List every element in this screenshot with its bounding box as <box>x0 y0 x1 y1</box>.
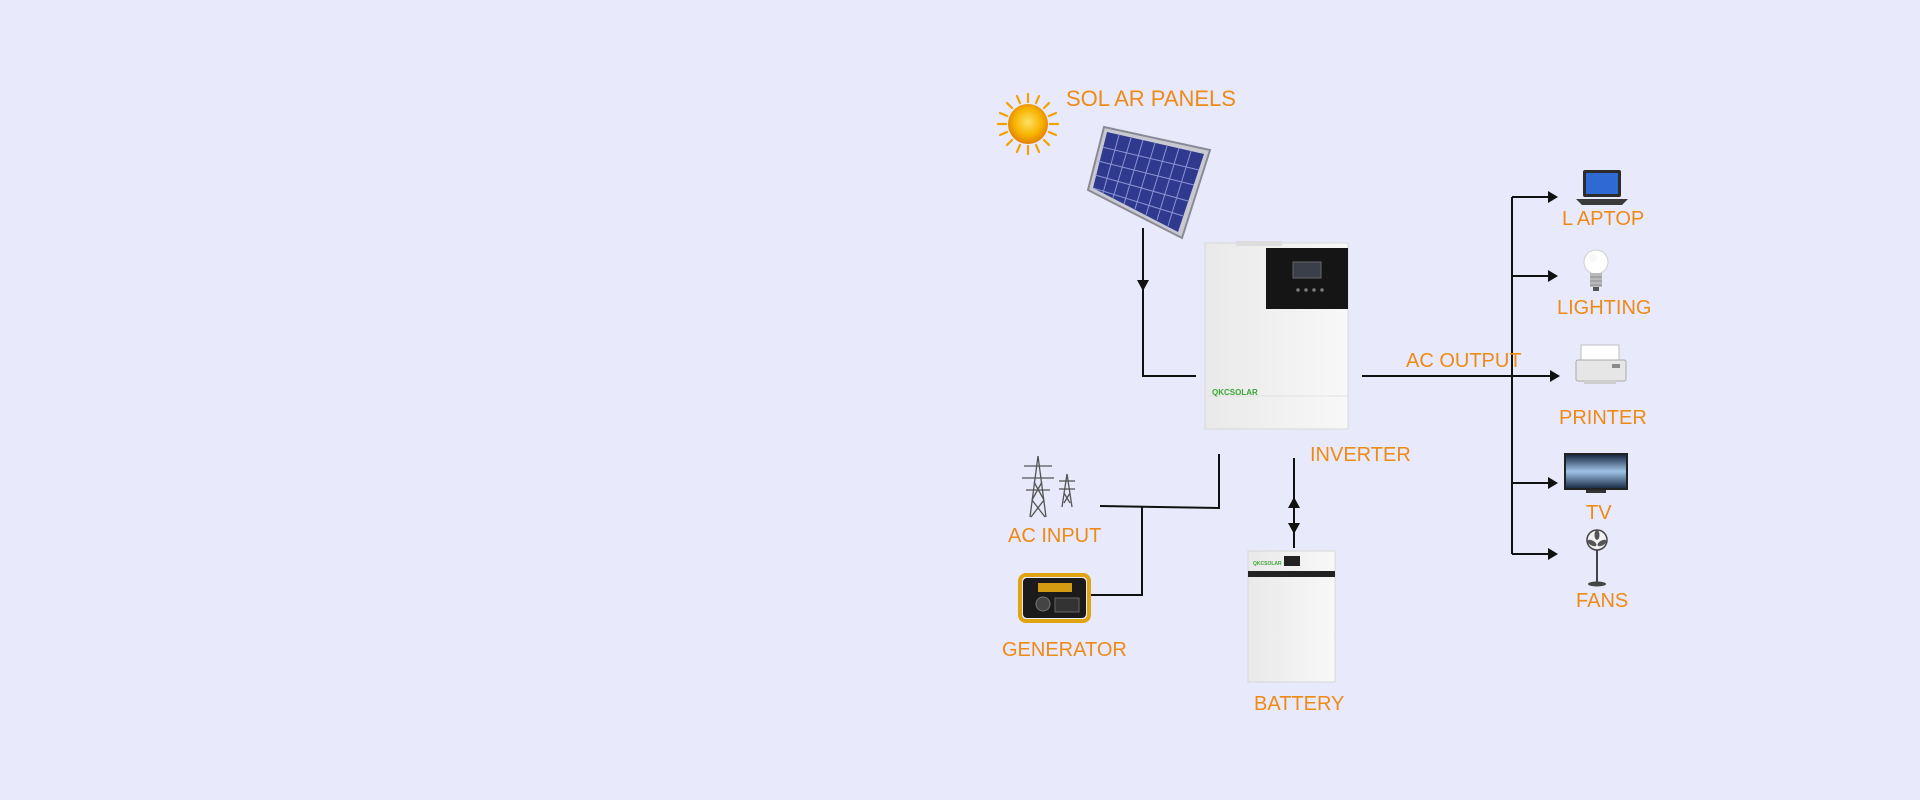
arrow-lighting <box>1548 270 1558 282</box>
arrow-up-battery <box>1288 497 1300 508</box>
battery-brand-logo: QKCSOLAR <box>1253 561 1282 567</box>
arrow-down-solar <box>1137 280 1149 291</box>
lighting-label: LIGHTING <box>1557 297 1652 319</box>
arrow-laptop <box>1548 191 1558 203</box>
arrow-down-battery <box>1288 523 1300 534</box>
connection-lines <box>1088 196 1552 596</box>
inverter-brand-logo: QKCSOLAR <box>1212 388 1258 397</box>
fans-label: FANS <box>1576 590 1629 612</box>
printer-icon <box>1575 344 1627 384</box>
sun-icon <box>996 92 1060 156</box>
battery-display <box>1284 556 1300 566</box>
solar-panels-label: SOL AR PANELS <box>1066 86 1236 111</box>
tv-icon <box>1564 453 1628 493</box>
laptop-icon <box>1576 170 1628 205</box>
light-bulb-icon <box>1583 249 1609 291</box>
solar-panel-icon <box>1086 125 1212 240</box>
arrow-fans <box>1548 548 1558 560</box>
ac-input-label: AC INPUT <box>1008 525 1102 547</box>
inverter-image: QKCSOLAR <box>1204 241 1349 430</box>
battery-label: BATTERY <box>1254 693 1345 715</box>
solar-to-inverter-line <box>1142 228 1196 377</box>
arrow-printer <box>1550 370 1560 382</box>
generator-to-inverter-line <box>1088 507 1143 596</box>
ac-output-label: AC OUTPUT <box>1406 350 1522 372</box>
inverter-label: INVERTER <box>1310 444 1411 466</box>
generator-label: GENERATOR <box>1002 639 1127 661</box>
printer-label: PRINTER <box>1559 407 1647 429</box>
arrowheads <box>1137 191 1560 560</box>
fan-icon <box>1586 529 1608 587</box>
inverter-screen <box>1292 261 1322 279</box>
tv-label: TV <box>1586 502 1612 524</box>
ac-input-to-inverter-line <box>1099 454 1220 510</box>
generator-icon <box>1018 573 1091 623</box>
battery-image: QKCSOLAR <box>1247 550 1336 683</box>
power-pylon-icon <box>1022 455 1075 518</box>
laptop-label: L APTOP <box>1562 208 1645 230</box>
arrow-tv <box>1548 477 1558 489</box>
